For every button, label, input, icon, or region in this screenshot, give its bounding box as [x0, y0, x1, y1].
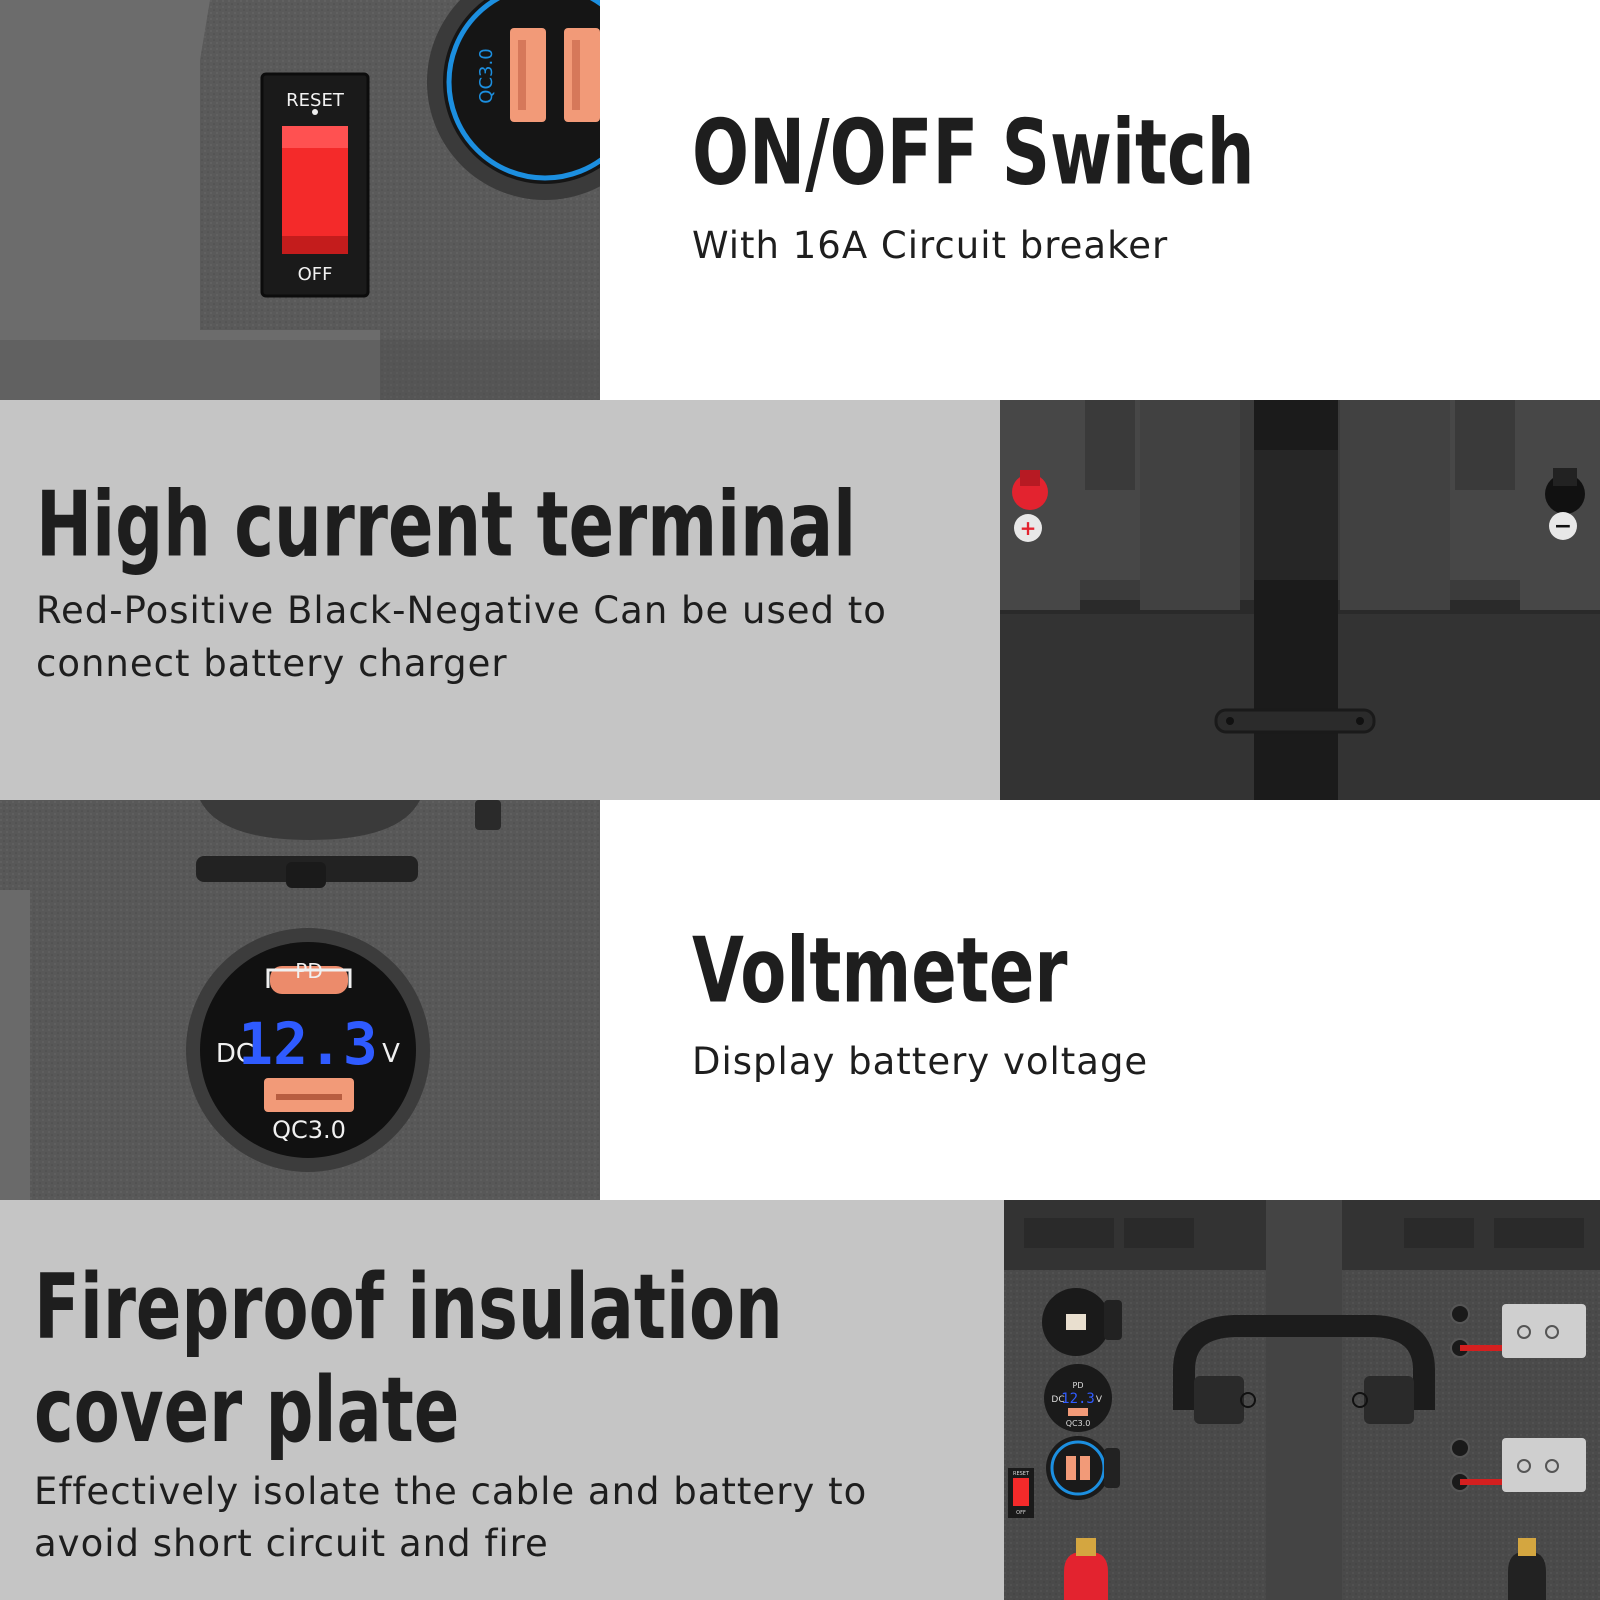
battery-box-icon: PD DC 12.3 V QC3.0 RESET OFF [1004, 1200, 1600, 1600]
feature-title: ON/OFF Switch [692, 100, 1255, 206]
feature-onoff-text: ON/OFF Switch With 16A Circuit breaker [692, 108, 1413, 272]
dc-label: DC [216, 1039, 254, 1069]
feature-fireproof-cover: Fireproof insulation cover plate Effecti… [0, 1200, 1600, 1600]
feature-title: Voltmeter [692, 918, 1068, 1024]
mini-voltage-reading: 12.3 [1061, 1391, 1095, 1407]
feature-description: Effectively isolate the cable and batter… [34, 1470, 868, 1565]
feature-terminal-text: High current terminal Red-Positive Black… [36, 480, 1087, 690]
mini-dc-label: DC [1051, 1395, 1064, 1405]
negative-sign: − [1554, 514, 1572, 539]
terminal-post-icon: − [1545, 468, 1585, 540]
terminal-photo: + − [1000, 400, 1600, 800]
voltage-reading: 12.3 [238, 1010, 378, 1078]
feature-description: Display battery voltage [692, 1040, 1149, 1083]
usb-port-icon: QC3.0 [427, 0, 600, 200]
terminal-post-icon: + [1012, 470, 1048, 542]
mini-off-label: OFF [1016, 1510, 1026, 1516]
feature-voltmeter: PD DC 12.3 V QC3.0 Voltmeter Display bat… [0, 800, 1600, 1200]
qc-port-label: QC3.0 [272, 1116, 346, 1144]
qc-port-label: QC3.0 [476, 48, 497, 103]
mini-reset-label: RESET [1013, 1471, 1030, 1477]
feature-onoff-switch: RESET OFF QC3.0 ON/OFF Switch With 16A [0, 0, 1600, 400]
pd-label: PD [295, 959, 322, 983]
voltmeter-photo: PD DC 12.3 V QC3.0 [0, 800, 600, 1200]
feature-high-current-terminal: High current terminal Red-Positive Black… [0, 400, 1600, 800]
voltmeter-display-icon: PD DC 12.3 V QC3.0 [186, 928, 430, 1172]
mini-qc-label: QC3.0 [1066, 1419, 1091, 1428]
volt-unit: V [382, 1039, 400, 1069]
feature-cover-text: Fireproof insulation cover plate Effecti… [34, 1256, 1234, 1570]
feature-voltmeter-text: Voltmeter Display battery voltage [692, 926, 1173, 1088]
cover-plate-photo: PD DC 12.3 V QC3.0 RESET OFF [1004, 1200, 1600, 1600]
feature-description: With 16A Circuit breaker [692, 224, 1169, 267]
feature-title: High current terminal [36, 472, 857, 578]
mini-pd-label: PD [1073, 1381, 1084, 1390]
switch-reset-label: RESET [286, 90, 345, 111]
mini-volt-unit: V [1096, 1395, 1103, 1405]
switch-off-label: OFF [298, 264, 333, 285]
rocker-switch-icon: RESET OFF [260, 72, 370, 298]
feature-description: Red-Positive Black-Negative Can be used … [36, 589, 887, 685]
switch-photo: RESET OFF QC3.0 [0, 0, 600, 400]
positive-sign: + [1020, 516, 1037, 540]
feature-title: Fireproof insulation cover plate [34, 1254, 783, 1463]
